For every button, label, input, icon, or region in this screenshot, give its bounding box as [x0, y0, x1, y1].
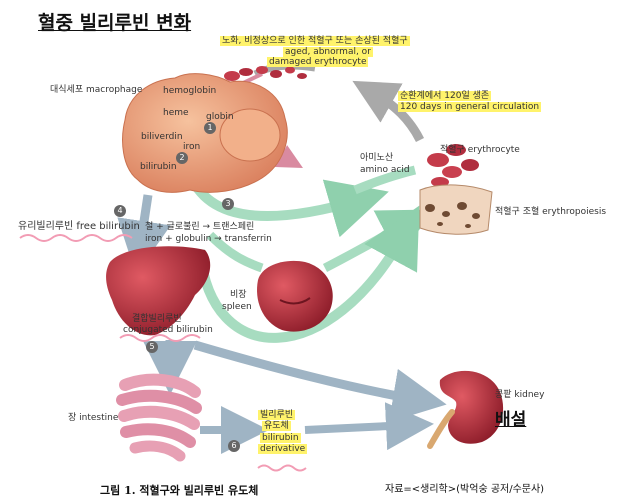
- biliverdin-label: biliverdin: [141, 132, 183, 142]
- circulation-en-label: 120 days in general circulation: [398, 102, 542, 113]
- intestine-organ: [116, 373, 202, 462]
- intestine-label: 장 intestine: [68, 413, 119, 423]
- macrophage-nucleus: [219, 108, 281, 162]
- circulation-ko-label: 순환계에서 120일 생존: [398, 91, 492, 102]
- iron-transferrin-en-label: iron + globulin → transferrin: [145, 234, 272, 244]
- squiggle-free-bilirubin: [19, 234, 133, 242]
- spleen-ko-label: 비장: [230, 290, 247, 300]
- derivative-ko2-label: 유도체: [262, 421, 291, 432]
- step-5-marker: 5: [146, 341, 158, 353]
- conjugated-en-label: conjugated bilirubin: [123, 325, 213, 335]
- step-1-marker: 1: [204, 122, 216, 134]
- blue-arrow-derivative-to-kidney: [304, 402, 434, 451]
- step-6-marker: 6: [228, 440, 240, 452]
- erythrocyte-label: 적혈구 erythrocyte: [440, 145, 520, 155]
- heme-label: heme: [163, 108, 189, 118]
- iron-transferrin-ko-label: 철 + 글로불린 → 트랜스페린: [145, 222, 255, 232]
- derivative-en2-label: derivative: [258, 444, 308, 455]
- green-arrow-loop-to-marrow: [195, 205, 420, 343]
- spleen-en-label: spleen: [222, 302, 252, 312]
- kidney-label: 콩팥 kidney: [495, 390, 545, 400]
- bone-marrow: [419, 184, 493, 235]
- spleen-organ: [257, 260, 333, 332]
- globin-label: globin: [206, 112, 234, 122]
- step-3-marker: 3: [222, 198, 234, 210]
- erythropoiesis-label: 적혈구 조혈 erythropoiesis: [495, 207, 607, 217]
- green-arrow-amino-acid: [353, 165, 417, 195]
- macrophage-label: 대식세포 macrophage: [50, 85, 143, 95]
- amino-acid-ko-label: 아미노산: [360, 153, 394, 163]
- blue-arrow-liver-to-kidney: [193, 340, 447, 423]
- excretion-label: 배설: [495, 410, 527, 430]
- damaged-rbc-en2-label: damaged erythrocyte: [267, 57, 369, 68]
- derivative-en1-label: bilirubin: [260, 433, 301, 444]
- squiggle-derivative: [257, 464, 307, 472]
- page-title: 혈중 빌리루빈 변화: [38, 12, 192, 34]
- derivative-ko1-label: 빌리루빈: [258, 410, 296, 421]
- damaged-rbc-ko-label: 노화, 비정상으로 인한 적혈구 또는 손상된 적혈구: [220, 36, 410, 47]
- figure-caption: 그림 1. 적혈구와 빌리루빈 유도체: [100, 484, 259, 497]
- green-arrow-to-spleen: [206, 231, 264, 273]
- step-2-marker: 2: [176, 152, 188, 164]
- source-credit: 자료=<생리학>(박억숭 공저/수문사): [385, 484, 545, 495]
- kidney-organ: [439, 370, 504, 444]
- conjugated-ko-label: 결합빌리루빈: [132, 314, 182, 324]
- step-4-marker: 4: [114, 205, 126, 217]
- liver-organ: [106, 246, 211, 336]
- amino-acid-en-label: amino acid: [360, 165, 410, 175]
- free-bilirubin-label: 유리빌리루빈 free bilirubin: [18, 221, 140, 232]
- blue-arrow-macrophage-to-liver: [117, 194, 171, 275]
- macrophage-cell: [122, 73, 288, 193]
- hemoglobin-label: hemoglobin: [163, 86, 217, 96]
- squiggle-conjugated: [119, 334, 201, 342]
- bilirubin-label: bilirubin: [140, 162, 177, 172]
- iron-label: iron: [183, 142, 201, 152]
- gray-arrow-circulation: [352, 80, 425, 143]
- damaged-rbc-en1-label: aged, abnormal, or: [283, 47, 373, 58]
